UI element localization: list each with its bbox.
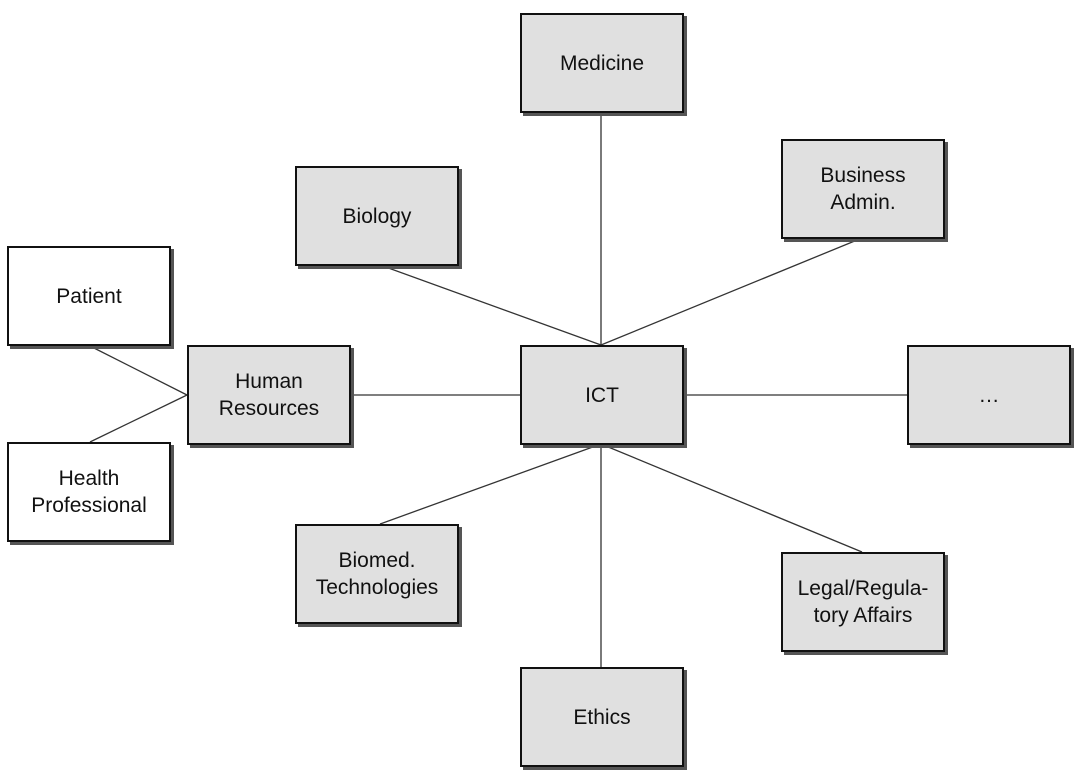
node-ellipsis-label: … [978,383,1000,407]
connector-ict-biomed [379,443,602,525]
node-ict: ICT [520,345,684,445]
node-legal-regulatory-affairs-label: Legal/Regula- tory Affairs [797,577,929,627]
node-ethics-label: Ethics [573,705,631,729]
node-biomed-technologies: Biomed. Technologies [295,524,459,624]
node-health-professional: Health Professional [7,442,171,542]
connector-business-ict [600,237,863,346]
node-ethics: Ethics [520,667,684,767]
node-biology-label: Biology [342,204,412,228]
node-human-resources-label: Human Resources [218,370,320,420]
node-human-resources: Human Resources [187,345,351,445]
node-biomed-technologies-label: Biomed. Technologies [315,549,439,599]
node-ict-label: ICT [585,383,619,407]
node-ellipsis: … [907,345,1071,445]
connector-biology-ict [379,264,602,346]
node-patient-label: Patient [56,284,122,308]
connector-health-professional-hr [89,394,188,443]
node-medicine-label: Medicine [559,51,645,75]
node-business-admin-label: Business Admin. [820,164,906,214]
connector-ict-legal [600,443,863,553]
node-legal-regulatory-affairs: Legal/Regula- tory Affairs [781,552,945,652]
node-health-professional-label: Health Professional [31,467,147,517]
node-business-admin: Business Admin. [781,139,945,239]
node-patient: Patient [7,246,171,346]
connector-patient-hr [89,345,188,396]
node-biology: Biology [295,166,459,266]
node-medicine: Medicine [520,13,684,113]
